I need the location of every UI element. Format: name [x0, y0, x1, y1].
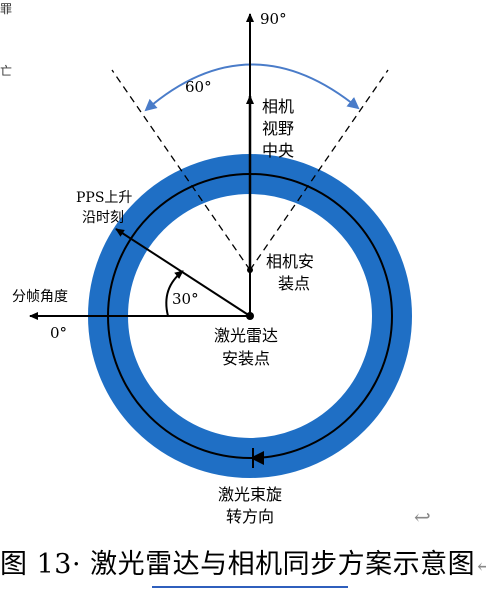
- camera-mount-point: [247, 267, 253, 273]
- fov-angle-arc: [144, 63, 360, 112]
- caption-underline: [152, 586, 348, 588]
- fov-boundary-left: [111, 69, 251, 271]
- label-frame-split-angle: 分帧角度: [12, 289, 68, 305]
- caption-return-mark: ↩: [477, 554, 486, 578]
- caption-text: 图 13· 激光雷达与相机同步方案示意图: [0, 549, 476, 580]
- lidar-mount-point: [246, 312, 254, 320]
- label-camera-fov-center-3: 中央: [262, 141, 294, 160]
- label-camera-fov-center-2: 视野: [262, 119, 294, 138]
- label-30: 30°: [172, 290, 199, 308]
- label-camera-mount-1: 相机安: [266, 252, 314, 271]
- label-camera-fov-center-1: 相机: [262, 97, 294, 116]
- frame-split-angle-arc: [165, 270, 184, 317]
- label-pps-2: 沿时刻: [82, 210, 124, 226]
- rotation-direction-arrowhead: [250, 451, 264, 465]
- label-0: 0°: [50, 324, 67, 342]
- label-60: 60°: [185, 78, 212, 96]
- fov-boundary-right: [249, 69, 389, 271]
- label-camera-mount-2: 装点: [278, 274, 310, 293]
- figure-caption: 图 13· 激光雷达与相机同步方案示意图↩: [0, 542, 486, 581]
- clipped-glyph-top: 罪: [0, 2, 13, 16]
- label-pps-1: PPS上升: [76, 190, 132, 206]
- label-beam-rotation-1: 激光束旋: [218, 485, 282, 504]
- clipped-glyph-mid: 亡: [0, 64, 13, 78]
- label-lidar-mount-1: 激光雷达: [214, 326, 278, 345]
- label-beam-rotation-2: 转方向: [226, 507, 274, 526]
- label-lidar-mount-2: 安装点: [222, 349, 270, 368]
- paragraph-return-mark: ↩: [414, 505, 431, 529]
- label-90: 90°: [260, 10, 287, 28]
